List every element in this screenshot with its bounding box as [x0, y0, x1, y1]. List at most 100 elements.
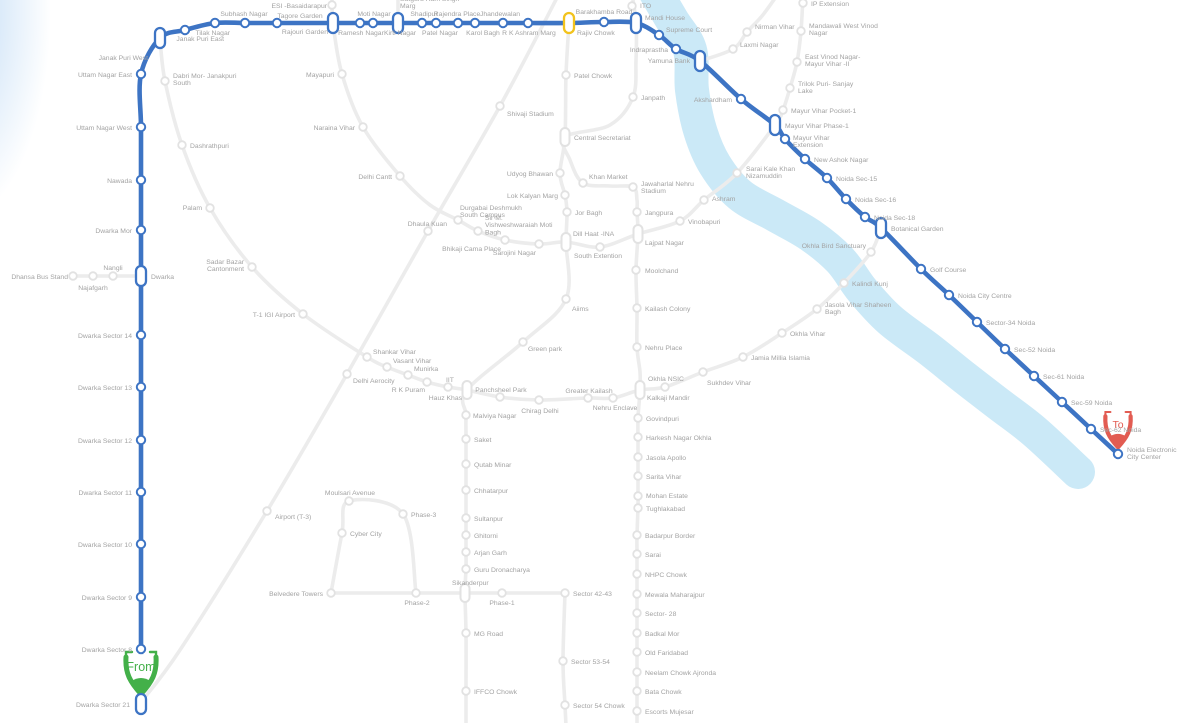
station-phase-1[interactable] — [497, 588, 507, 598]
station-noida-sec-16[interactable] — [840, 193, 852, 205]
station-karol-bagh[interactable] — [469, 17, 481, 29]
station-tilak-nagar[interactable] — [209, 17, 221, 29]
station-moolchand[interactable] — [631, 265, 641, 275]
station-udyog-bhawan[interactable] — [555, 168, 565, 178]
station-r-k-puram[interactable] — [422, 377, 432, 387]
station-sec-52-noida[interactable] — [999, 343, 1011, 355]
station-nehru-place[interactable] — [632, 342, 642, 352]
station-munirka[interactable] — [403, 370, 413, 380]
station-green-park[interactable] — [518, 337, 528, 347]
station-sarai[interactable] — [632, 549, 642, 559]
station-sec-62-noida[interactable] — [1085, 423, 1097, 435]
station-jhandewalan[interactable] — [497, 17, 509, 29]
station-badkal-mor[interactable] — [632, 628, 642, 638]
station-airport-t-3[interactable] — [262, 506, 272, 516]
station-dill-haat-ina[interactable] — [560, 232, 572, 252]
station-janpath[interactable] — [628, 92, 638, 102]
station-chhatarpur[interactable] — [461, 485, 471, 495]
station-dwarka-sector-13[interactable] — [135, 381, 147, 393]
station-neelam-chowk-ajronda[interactable] — [632, 667, 642, 677]
station-aiims[interactable] — [561, 294, 571, 304]
station-noida-electronic-city-center[interactable] — [1112, 448, 1124, 460]
station-cyber-city[interactable] — [337, 528, 347, 538]
station-jangpura[interactable] — [632, 207, 642, 217]
station-shankar-vihar[interactable] — [362, 352, 372, 362]
station-mayur-vihar-pocket-1[interactable] — [778, 105, 788, 115]
station-dwarka-sector-9[interactable] — [135, 591, 147, 603]
station-central-secretariat[interactable] — [559, 127, 571, 147]
station-govindpuri[interactable] — [633, 413, 643, 423]
station-mandi-house[interactable] — [629, 11, 643, 35]
station-palam[interactable] — [205, 203, 215, 213]
station-sarita-vihar[interactable] — [633, 471, 643, 481]
station-iit[interactable] — [443, 382, 453, 392]
station-sultanpur[interactable] — [461, 513, 471, 523]
station-shadipur[interactable] — [416, 17, 428, 29]
station-ashram[interactable] — [699, 195, 709, 205]
station-rajendra-place[interactable] — [452, 17, 464, 29]
station-jawaharlal-nehru-stadium[interactable] — [628, 182, 638, 192]
station-arjan-garh[interactable] — [461, 547, 471, 557]
station-dwarka-sector-14[interactable] — [135, 329, 147, 341]
station-dwarka[interactable] — [134, 264, 148, 288]
station-okhla-vihar[interactable] — [777, 328, 787, 338]
station-greater-kailash[interactable] — [583, 393, 593, 403]
station-khan-market[interactable] — [578, 178, 588, 188]
station-dhansa-bus-stand[interactable] — [68, 271, 78, 281]
station-durgabai-deshmukh-south-campus[interactable] — [453, 215, 463, 225]
station-kirti-nagar[interactable] — [391, 11, 405, 35]
station-shivaji-stadium[interactable] — [495, 101, 505, 111]
station-sarai-kale-khan-nizamuddin[interactable] — [732, 168, 742, 178]
station-okhla-nsic[interactable] — [660, 382, 670, 392]
station-bata-chowk[interactable] — [632, 686, 642, 696]
station-sector-54-chowk[interactable] — [560, 700, 570, 710]
station-vinobapuri[interactable] — [675, 216, 685, 226]
station-dashrathpuri[interactable] — [177, 140, 187, 150]
station-dabri-mor-janakpuri-south[interactable] — [160, 76, 170, 86]
station-dwarka-sector-10[interactable] — [135, 538, 147, 550]
station-noida-sec-18[interactable] — [859, 211, 871, 223]
station-nangli[interactable] — [108, 271, 118, 281]
station-botanical-garden[interactable] — [874, 216, 888, 240]
station-mayapuri[interactable] — [337, 69, 347, 79]
station-noida-sec-15[interactable] — [821, 172, 833, 184]
station-r-k-ashram-marg[interactable] — [522, 17, 534, 29]
station-barakhamba-road[interactable] — [598, 16, 610, 28]
station-jasola-apollo[interactable] — [633, 452, 643, 462]
station-sukhdev-vihar[interactable] — [698, 367, 708, 377]
station-new-ashok-nagar[interactable] — [799, 153, 811, 165]
station-sadar-bazar-cantonment[interactable] — [247, 262, 257, 272]
station-vasant-vihar[interactable] — [382, 362, 392, 372]
station-nawada[interactable] — [135, 174, 147, 186]
station-mandawali-west-vinod-nagar[interactable] — [796, 26, 806, 36]
station-rajouri-garden[interactable] — [326, 11, 340, 35]
station-naraina-vihar[interactable] — [358, 122, 368, 132]
station-sec-61-noida[interactable] — [1028, 370, 1040, 382]
station-subhash-nagar[interactable] — [239, 17, 251, 29]
station-escorts-mujesar[interactable] — [632, 706, 642, 716]
station-mohan-estate[interactable] — [633, 491, 643, 501]
station-nirman-vihar[interactable] — [742, 27, 752, 37]
from-marker[interactable]: From — [123, 650, 159, 698]
station-rajiv-chowk[interactable] — [562, 11, 576, 35]
station-old-faridabad[interactable] — [632, 647, 642, 657]
station-malviya-nagar[interactable] — [461, 410, 471, 420]
station-ramesh-nagar[interactable] — [354, 17, 366, 29]
station-badarpur-border[interactable] — [632, 530, 642, 540]
station-mg-road[interactable] — [461, 628, 471, 638]
station-mayur-vihar-extension[interactable] — [779, 133, 791, 145]
station-dwarka-sector-12[interactable] — [135, 434, 147, 446]
station-ito[interactable] — [627, 1, 637, 11]
station-najafgarh[interactable] — [88, 271, 98, 281]
station-akshardham[interactable] — [735, 93, 747, 105]
station-phase-3[interactable] — [398, 509, 408, 519]
station-jasola-vihar-shaheen-bagh[interactable] — [812, 304, 822, 314]
station-indraprastha[interactable] — [670, 43, 682, 55]
station-tagore-garden[interactable] — [271, 17, 283, 29]
station-laxmi-nagar[interactable] — [728, 44, 738, 54]
station-tughlakabad[interactable] — [633, 503, 643, 513]
station-saket[interactable] — [461, 434, 471, 444]
station-south-extention[interactable] — [595, 242, 605, 252]
station-sector-42-43[interactable] — [560, 588, 570, 598]
station-moulsari-avenue[interactable] — [344, 496, 354, 506]
